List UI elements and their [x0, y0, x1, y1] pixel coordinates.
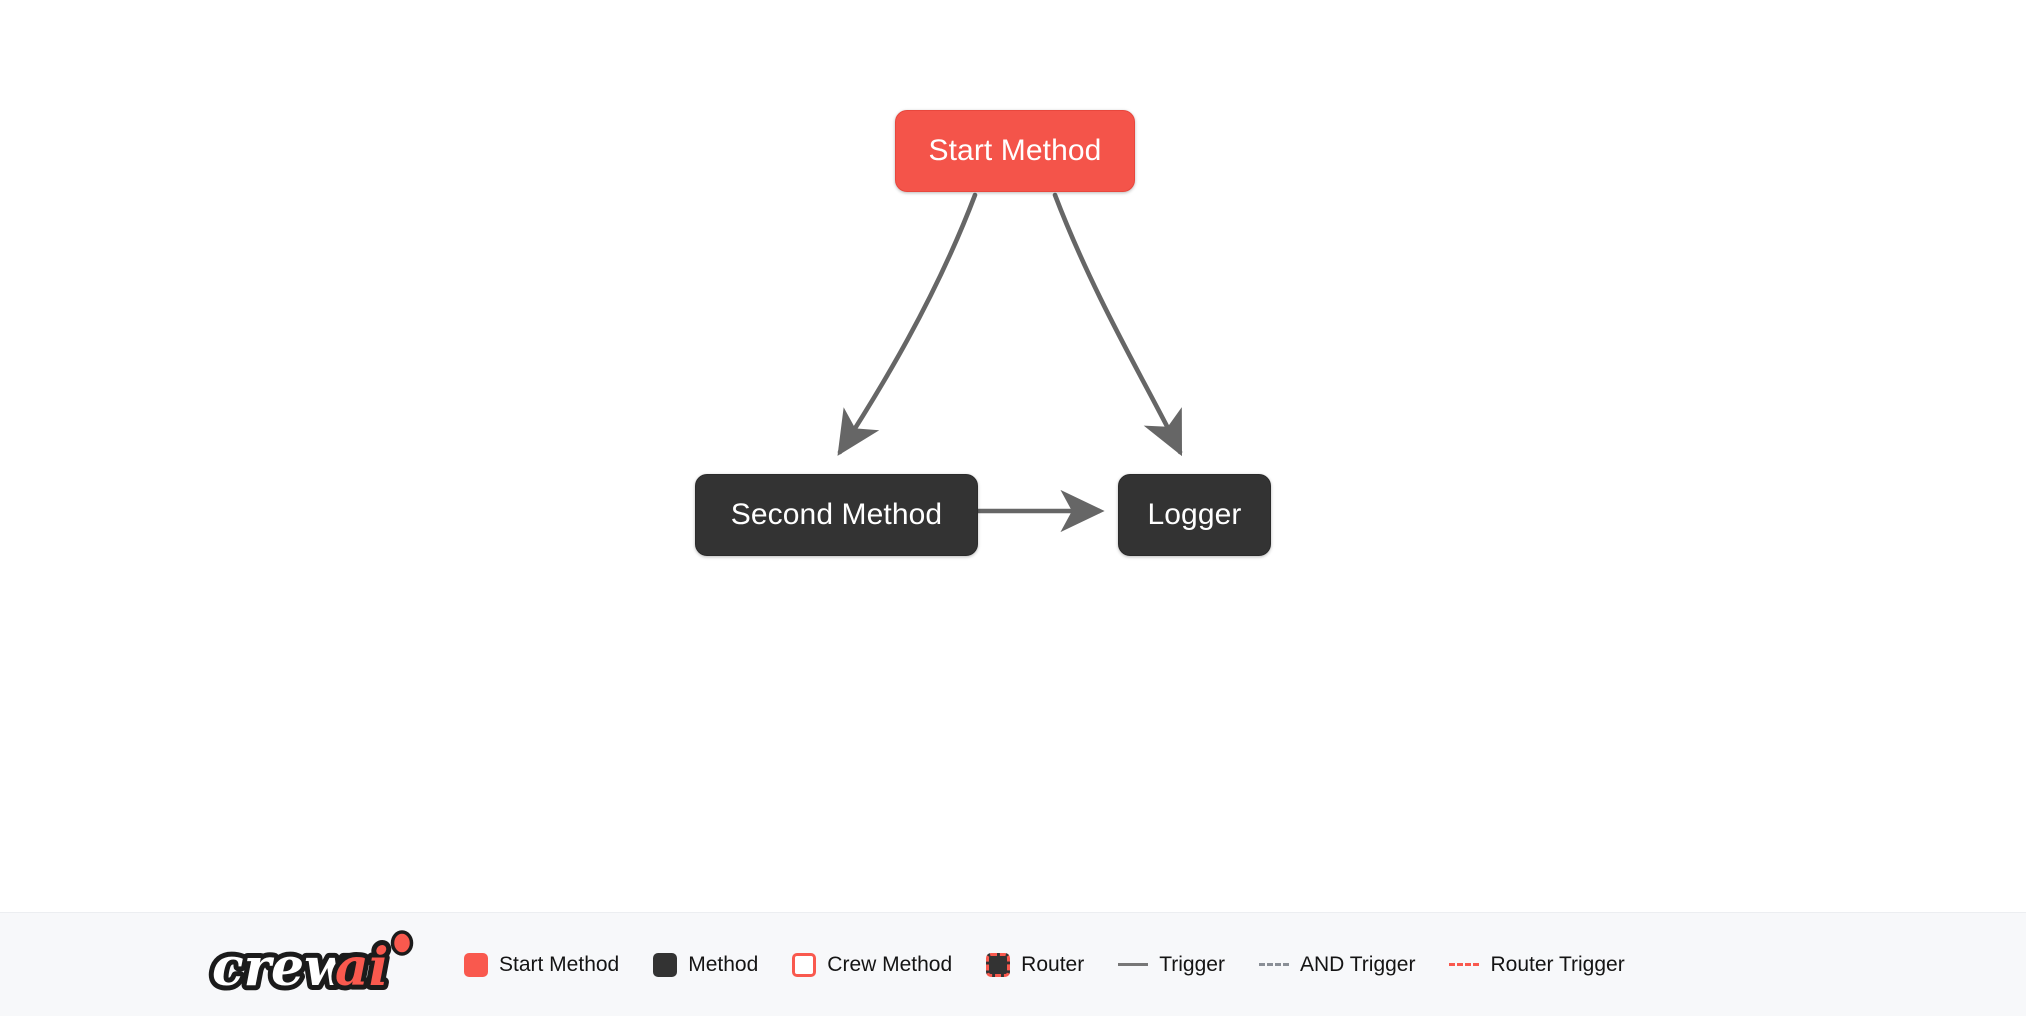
crewai-logo: crew crew ai ai — [206, 928, 424, 1002]
svg-text:crew: crew — [212, 937, 351, 998]
flow-node-second-method[interactable]: Second Method — [695, 474, 978, 556]
legend-item-label: AND Trigger — [1299, 953, 1416, 976]
start-method-swatch-icon — [464, 952, 488, 977]
legend-item-label: Method — [688, 953, 759, 976]
router-trigger-line-icon — [1449, 963, 1480, 966]
trigger-line-icon — [1118, 963, 1149, 966]
legend-items: Start Method Method Crew Method Router T… — [464, 952, 1625, 977]
legend-item-label: Trigger — [1159, 953, 1225, 976]
flow-node-label: Start Method — [928, 134, 1102, 167]
flow-node-label: Second Method — [730, 498, 943, 531]
legend-item-label: Router Trigger — [1490, 953, 1625, 976]
and-trigger-line-icon — [1258, 963, 1289, 966]
legend-item-router[interactable]: Router — [986, 952, 1085, 977]
flow-canvas[interactable]: Start Method Second Method Logger — [0, 0, 2026, 912]
svg-text:crew: crew — [212, 937, 351, 998]
legend-item-method[interactable]: Method — [653, 952, 759, 977]
legend-item-label: Crew Method — [827, 953, 953, 976]
legend-item-start-method[interactable]: Start Method — [464, 952, 620, 977]
legend-item-router-trigger[interactable]: Router Trigger — [1449, 953, 1625, 976]
legend-item-label: Router — [1021, 953, 1085, 976]
svg-text:ai: ai — [335, 937, 388, 998]
edge-start-to-second — [837, 192, 978, 456]
crew-method-swatch-icon — [792, 952, 817, 977]
flow-node-label: Logger — [1147, 498, 1242, 531]
crewai-wordmark-icon: crew crew ai ai — [207, 929, 414, 1002]
legend-bar: crew crew ai ai Start Method Method Crew… — [0, 912, 2026, 1016]
flow-node-logger[interactable]: Logger — [1118, 474, 1271, 556]
method-swatch-icon — [653, 952, 678, 977]
legend-item-and-trigger[interactable]: AND Trigger — [1258, 953, 1416, 976]
svg-text:ai: ai — [335, 937, 388, 998]
legend-item-label: Start Method — [499, 953, 620, 976]
router-swatch-icon — [986, 952, 1011, 977]
legend-item-crew-method[interactable]: Crew Method — [792, 952, 953, 977]
edge-start-to-logger — [1052, 192, 1183, 457]
legend-item-trigger[interactable]: Trigger — [1118, 954, 1225, 975]
flow-node-start-method[interactable]: Start Method — [895, 110, 1135, 192]
